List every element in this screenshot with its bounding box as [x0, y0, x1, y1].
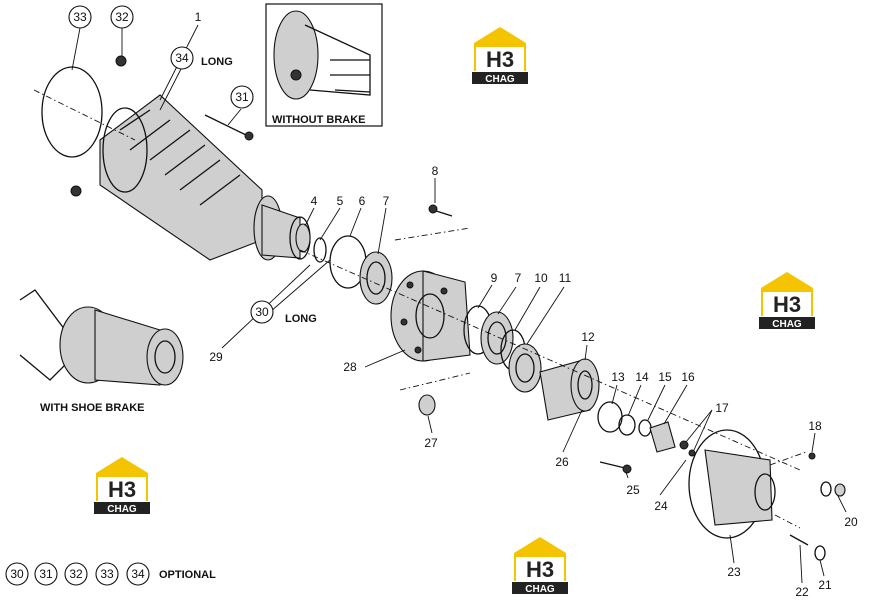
part-labels: 1 4 5 6 7 8 9 7 10 11 12 13 14 15 16 17 … [68, 5, 858, 599]
bolt-25 [599, 461, 626, 469]
plug-22 [789, 534, 809, 546]
inner-bearing-set [463, 305, 542, 393]
label-part-9: 9 [491, 271, 498, 285]
inset-with-shoe-brake [19, 289, 184, 386]
label-part-29: 29 [209, 350, 223, 364]
label-part-10: 10 [534, 271, 548, 285]
caption-long-mid: LONG [285, 313, 317, 325]
caption-with-shoe-brake: WITH SHOE BRAKE [40, 402, 145, 414]
label-part-21: 21 [818, 578, 832, 592]
label-part-22: 22 [795, 585, 809, 599]
label-part-12: 12 [581, 330, 595, 344]
legend-item-32: 32 [69, 567, 83, 581]
label-part-20: 20 [844, 515, 858, 529]
nut-32 [115, 55, 127, 67]
label-part-24: 24 [654, 499, 668, 513]
watermark-mark: H3 [773, 292, 801, 317]
label-part-31: 31 [235, 90, 249, 104]
label-part-8: 8 [432, 164, 439, 178]
label-part-27: 27 [424, 436, 438, 450]
caption-long-top: LONG [201, 56, 233, 68]
plug [70, 185, 82, 197]
label-part-6: 6 [359, 194, 366, 208]
label-part-5: 5 [337, 194, 344, 208]
axle-housing [41, 55, 311, 261]
label-part-33: 33 [73, 10, 87, 24]
label-part-7b: 7 [515, 271, 522, 285]
watermark-logo-2: H3 CHAG [759, 272, 815, 330]
label-part-28: 28 [343, 360, 357, 374]
label-part-14: 14 [635, 370, 649, 384]
label-part-4: 4 [311, 194, 318, 208]
inset-without-brake [265, 3, 383, 127]
label-part-32: 32 [115, 10, 129, 24]
planetary-parts [597, 401, 696, 474]
watermark-word: CHAG [772, 319, 802, 330]
watermark-word: CHAG [485, 74, 515, 85]
watermark-mark: H3 [108, 477, 136, 502]
legend-optional-text: OPTIONAL [159, 569, 216, 581]
legend-item-33: 33 [100, 567, 114, 581]
label-part-7a: 7 [383, 194, 390, 208]
label-part-13: 13 [611, 370, 625, 384]
label-part-26: 26 [555, 455, 569, 469]
end-cover [688, 429, 846, 561]
label-part-30: 30 [255, 305, 269, 319]
bolt-18 [808, 452, 816, 460]
label-part-15: 15 [658, 370, 672, 384]
label-part-34: 34 [175, 51, 189, 65]
watermark-word: CHAG [525, 584, 555, 595]
watermark-mark: H3 [526, 557, 554, 582]
wheel-hub [390, 204, 471, 416]
watermark-logo-3: H3 CHAG [94, 457, 150, 515]
label-part-23: 23 [727, 565, 741, 579]
watermark-mark: H3 [486, 47, 514, 72]
label-part-11: 11 [559, 271, 572, 285]
label-part-1: 1 [195, 10, 202, 24]
legend-item-34: 34 [131, 567, 145, 581]
nut-27 [418, 394, 436, 416]
bolt-31 [204, 114, 249, 137]
o-ring-33 [41, 66, 103, 158]
label-part-17: 17 [715, 401, 729, 415]
seal-20 [820, 481, 832, 497]
label-part-18: 18 [808, 419, 822, 433]
optional-legend: 30 31 32 33 34 OPTIONAL [5, 562, 216, 586]
bearing-set-front [295, 223, 393, 305]
label-part-16: 16 [681, 370, 695, 384]
watermark-logo-4: H3 CHAG [512, 537, 568, 595]
ring-gear-drum [539, 358, 600, 421]
washer-21 [814, 545, 826, 561]
legend-item-31: 31 [39, 567, 53, 581]
label-part-25: 25 [626, 483, 640, 497]
caption-without-brake: WITHOUT BRAKE [272, 114, 366, 126]
watermark-logo-1: H3 CHAG [472, 27, 528, 85]
legend-item-30: 30 [10, 567, 24, 581]
watermark-word: CHAG [107, 504, 137, 515]
